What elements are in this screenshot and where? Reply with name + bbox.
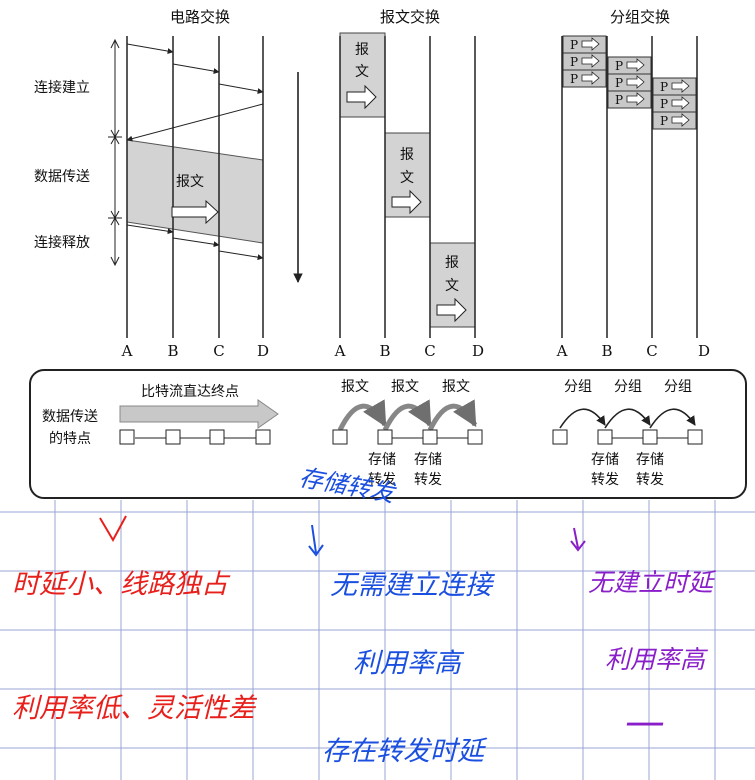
packet-cell-arrow xyxy=(626,58,645,72)
circuit-message-arrow xyxy=(171,199,219,225)
packet-node-d: D xyxy=(698,342,710,360)
message-arrow-3 xyxy=(436,297,467,323)
packet-store-forward-1a: 存储 xyxy=(591,452,619,468)
packet-cell-arrow xyxy=(581,71,600,85)
message-note-3: 存在转发时延 xyxy=(322,736,488,767)
message-arrow-2 xyxy=(391,189,422,215)
packet-hop-3: 分组 xyxy=(664,379,692,395)
message-store-forward-1b: 转发 xyxy=(368,472,396,488)
circuit-notes: 时延小、线路独占 利用率低、灵活性差 xyxy=(12,515,258,724)
packet-note-1: 无建立时延 xyxy=(588,568,717,597)
circuit-node-a: A xyxy=(121,342,133,360)
packet-cell-arrow xyxy=(671,79,690,93)
message-note-arrow xyxy=(308,524,324,557)
packet-cell-arrow xyxy=(626,92,645,106)
packet-cell-label: P xyxy=(660,114,668,128)
phase-label-release: 连接释放 xyxy=(34,234,90,251)
message-node-c: C xyxy=(424,342,435,360)
circuit-node-b: B xyxy=(167,342,178,360)
packet-notes: 无建立时延 利用率高 — xyxy=(570,527,717,745)
bitstream-arrow xyxy=(119,399,279,429)
message-hop-arcs xyxy=(337,399,478,432)
packet-cell-label: P xyxy=(570,55,578,69)
packet-node-c: C xyxy=(646,342,657,360)
panel-title-message: 报文交换 xyxy=(380,8,440,26)
message-node-a: A xyxy=(334,342,346,360)
packet-store-forward-2a: 存储 xyxy=(636,452,664,468)
circuit-note-2: 利用率低、灵活性差 xyxy=(12,693,258,724)
circuit-note-arrow xyxy=(99,515,127,543)
packet-store-forward-1b: 转发 xyxy=(591,472,619,488)
packet-cell-label: P xyxy=(615,93,623,107)
packet-hop-arcs xyxy=(559,408,696,429)
message-node-b: B xyxy=(379,342,390,360)
packet-cell-arrow xyxy=(671,113,690,127)
circuit-message-label: 报文 xyxy=(176,174,204,190)
features-box: 数据传送 的特点 比特流直达终点 报文 报文 报文 存储 转发 xyxy=(29,369,747,499)
phase-label-setup: 连接建立 xyxy=(34,79,90,96)
message-box-label-1a: 报 xyxy=(355,42,369,58)
phase-label-transfer: 数据传送 xyxy=(34,169,90,185)
packet-store-forward-2b: 转发 xyxy=(636,472,664,488)
message-store-forward-1a: 存储 xyxy=(368,452,396,468)
circuit-node-c: C xyxy=(213,342,224,360)
message-hop-3: 报文 xyxy=(442,379,470,395)
circuit-panel: 报文 A B C D xyxy=(121,36,303,360)
circuit-setup-signals xyxy=(126,43,264,261)
message-box-label-2b: 文 xyxy=(400,170,414,186)
message-box-label-3b: 文 xyxy=(445,278,459,294)
features-title-line1: 数据传送 xyxy=(42,409,98,425)
bitstream-nodes xyxy=(119,429,271,445)
message-note-2: 利用率高 xyxy=(353,648,465,679)
message-hop-2: 报文 xyxy=(391,379,419,395)
message-box-label-3a: 报 xyxy=(445,255,459,271)
features-title-line2: 的特点 xyxy=(49,431,91,447)
packet-cell-label: P xyxy=(660,80,668,94)
packet-cell-label: P xyxy=(570,72,578,86)
message-notes: 存储转发 无需建立连接 利用率高 存在转发时延 xyxy=(297,463,495,767)
packet-cell-arrow xyxy=(581,37,600,51)
message-store-forward-2a: 存储 xyxy=(414,452,442,468)
message-node-d: D xyxy=(472,342,484,360)
packet-note-arrow xyxy=(570,527,586,552)
packet-cell-arrow xyxy=(671,96,690,110)
message-nodes xyxy=(332,429,483,445)
packet-hop-1: 分组 xyxy=(564,379,592,395)
packet-cell-label: P xyxy=(570,38,578,52)
packet-node-b: B xyxy=(601,342,612,360)
packet-cell-arrow xyxy=(626,75,645,89)
packet-nodes xyxy=(552,429,703,445)
packet-cell-label: P xyxy=(615,59,623,73)
message-note-1: 无需建立连接 xyxy=(330,570,495,601)
panel-title-circuit: 电路交换 xyxy=(170,8,230,26)
packet-node-a: A xyxy=(556,342,568,360)
notebook-grid xyxy=(0,500,755,780)
circuit-node-d: D xyxy=(257,342,269,360)
packet-hop-2: 分组 xyxy=(614,379,642,395)
phase-bracket xyxy=(108,38,122,267)
message-arrow-1 xyxy=(346,84,377,110)
packet-note-3: — xyxy=(625,699,665,745)
message-store-forward-2b: 转发 xyxy=(414,472,442,488)
circuit-note-1: 时延小、线路独占 xyxy=(12,569,231,600)
packet-cell-label: P xyxy=(660,97,668,111)
packet-cell-arrow xyxy=(581,54,600,68)
bitstream-caption: 比特流直达终点 xyxy=(141,383,239,400)
packet-note-2: 利用率高 xyxy=(605,645,709,674)
message-panel: 报 文 报 文 报 文 A B C D xyxy=(334,32,484,360)
packet-cell-label: P xyxy=(615,76,623,90)
circuit-data-band xyxy=(126,139,264,244)
message-box-label-2a: 报 xyxy=(400,147,414,163)
message-hop-1: 报文 xyxy=(341,379,369,395)
panel-title-packet: 分组交换 xyxy=(610,8,670,26)
message-box-label-1b: 文 xyxy=(355,64,369,80)
